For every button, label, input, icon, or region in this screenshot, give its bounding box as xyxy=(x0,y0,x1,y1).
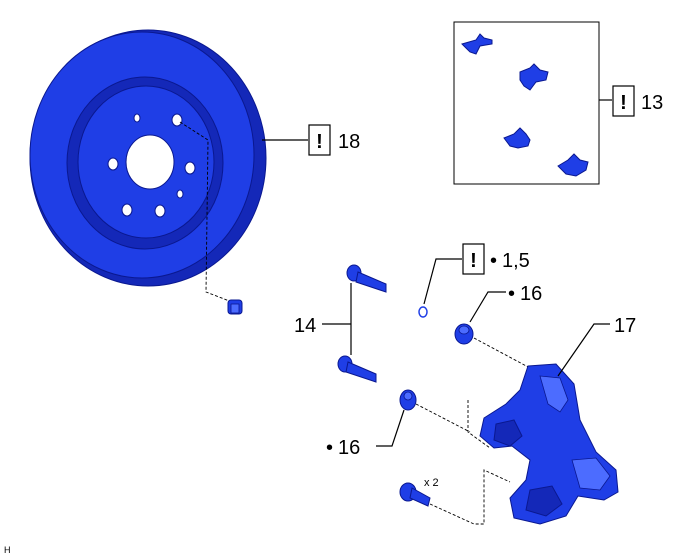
bolt-lower xyxy=(337,355,377,383)
pad-clip-4 xyxy=(557,153,589,177)
kit-caution-symbol: ! xyxy=(620,92,627,114)
boot-lower xyxy=(399,389,417,411)
bolt-upper xyxy=(346,264,387,293)
pad-clip-2 xyxy=(519,63,549,91)
pad-clip-1 xyxy=(461,33,493,55)
pad-clip-3 xyxy=(503,127,531,149)
boot-upper-label: 16 xyxy=(520,283,542,305)
caliper-label: 17 xyxy=(614,315,636,337)
disc-label: 18 xyxy=(338,131,360,153)
bolts-label: 14 xyxy=(294,315,316,337)
kit-label: 13 xyxy=(641,92,663,114)
pin-label: 1,5 xyxy=(502,250,530,272)
pin-caution-symbol: ! xyxy=(470,250,477,272)
caliper-leader-line xyxy=(557,323,610,377)
boot-lower-bullet: • xyxy=(326,437,333,459)
pin-ring xyxy=(418,306,428,318)
caliper-bracket xyxy=(479,363,619,525)
bracket-bolt xyxy=(399,482,431,507)
boot-lower-dashline xyxy=(415,403,471,433)
corner-code: H xyxy=(4,545,11,555)
pin-caution-box xyxy=(462,243,485,275)
boot-upper xyxy=(454,323,474,345)
pin-leader-line xyxy=(423,258,462,305)
caliper-dashline-vertical xyxy=(467,400,491,449)
pin-bullet: • xyxy=(490,250,497,272)
boot-upper-leader-line xyxy=(469,291,506,323)
kit-caution-box xyxy=(612,85,635,117)
boot-upper-bullet: • xyxy=(508,283,515,305)
disc-caution-box xyxy=(308,124,331,156)
bracket-bolt-dashline xyxy=(429,469,511,525)
boot-lower-label: 16 xyxy=(338,437,360,459)
boot-upper-dashline xyxy=(473,337,531,369)
boot-lower-leader-line xyxy=(376,409,405,447)
bracket-bolt-qty: x 2 xyxy=(424,477,439,489)
disc-caution-symbol: ! xyxy=(316,131,323,153)
disc-hub-bolt-dashline xyxy=(179,121,233,303)
hub-bolt xyxy=(227,299,243,315)
brake-disc xyxy=(29,29,267,287)
